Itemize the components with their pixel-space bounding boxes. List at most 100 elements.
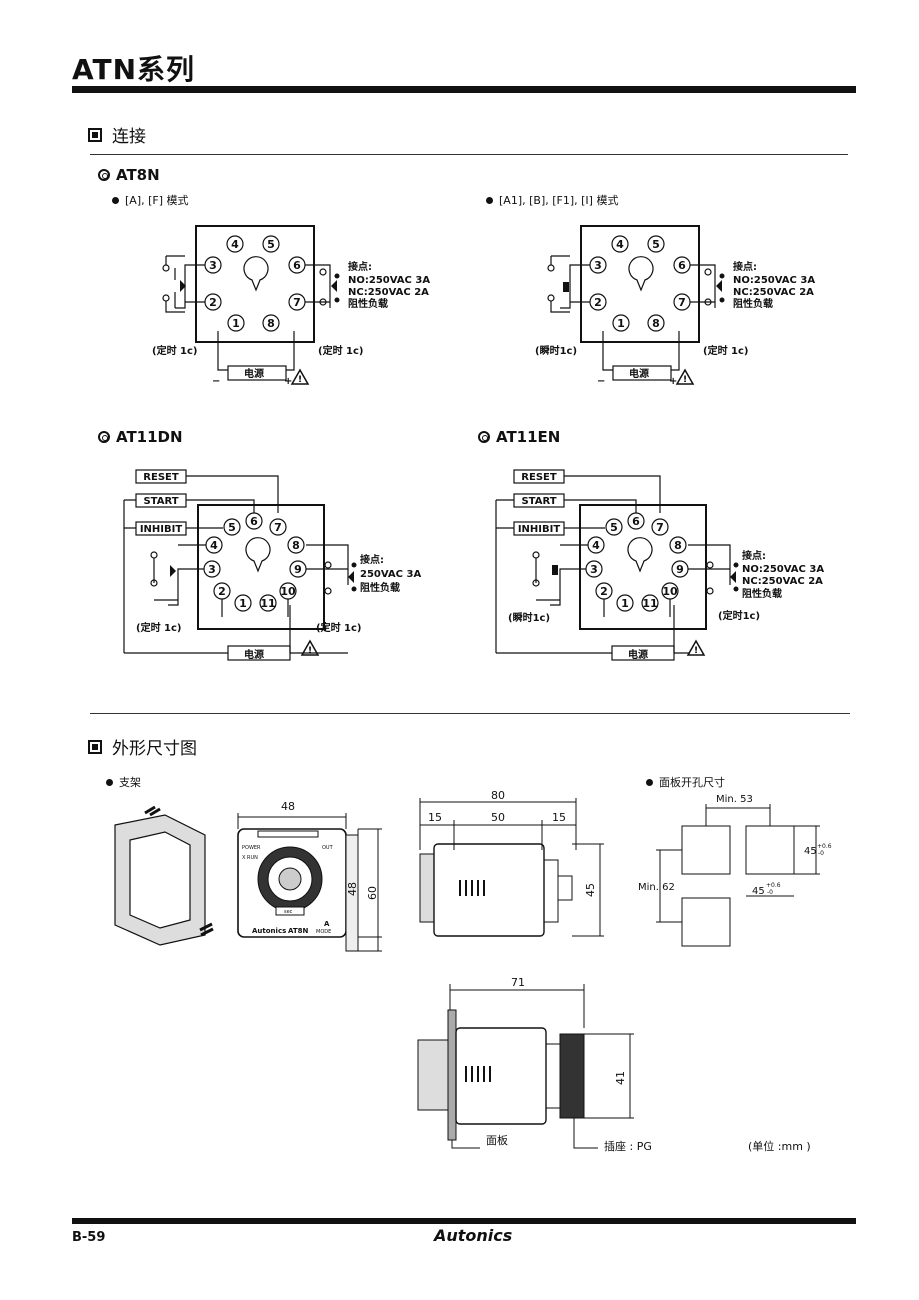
svg-text:5: 5	[228, 521, 236, 534]
svg-text:2: 2	[594, 296, 602, 309]
svg-text:(瞬时1c): (瞬时1c)	[508, 611, 550, 624]
svg-text:OUT: OUT	[322, 845, 334, 851]
svg-text:4: 4	[592, 539, 600, 552]
at11dn-wiring-diagram: RESET START INHIBIT 5 6 7 4 8 3 9 2 1 11…	[123, 469, 421, 661]
brand-logo: Autonics	[434, 1226, 513, 1245]
svg-text:NO:250VAC 3A: NO:250VAC 3A	[742, 564, 824, 575]
svg-text:(定时1c): (定时1c)	[718, 609, 760, 622]
bracket-label: 支架	[106, 774, 141, 790]
svg-text:Autonics: Autonics	[252, 927, 286, 935]
front-view-drawing: POWER OUT X RUN sec MODE Autonics AT8N A…	[237, 800, 382, 952]
svg-text:!: !	[683, 375, 687, 385]
svg-text:阻性负载: 阻性负载	[733, 297, 773, 310]
svg-text:INHIBIT: INHIBIT	[518, 524, 561, 535]
svg-text:电源: 电源	[244, 648, 264, 661]
svg-text:45: 45	[752, 886, 765, 897]
svg-text:接点:: 接点:	[742, 549, 766, 562]
svg-text:+: +	[284, 376, 292, 387]
svg-text:8: 8	[267, 317, 275, 330]
svg-text:3: 3	[209, 259, 217, 272]
svg-text:250VAC 3A: 250VAC 3A	[360, 569, 421, 580]
svg-text:Min. 62: Min. 62	[638, 882, 675, 893]
svg-text:(定时 1c): (定时 1c)	[136, 621, 182, 634]
svg-text:sec: sec	[284, 909, 293, 915]
svg-text:接点:: 接点:	[348, 260, 372, 273]
svg-text:4: 4	[616, 238, 624, 251]
unit-label: (单位 :mm )	[748, 1140, 811, 1153]
svg-text:+: +	[669, 376, 677, 387]
svg-text:Min. 53: Min. 53	[716, 794, 753, 805]
svg-text:7: 7	[678, 296, 686, 309]
svg-text:8: 8	[652, 317, 660, 330]
svg-text:6: 6	[293, 259, 301, 272]
svg-text:1: 1	[621, 597, 629, 610]
svg-text:NC:250VAC 2A: NC:250VAC 2A	[742, 576, 823, 587]
model-name: AT8N	[116, 166, 160, 184]
bullet-dot-icon	[112, 196, 119, 204]
model-heading-at8n: AT8N	[98, 166, 160, 184]
warning-icon	[300, 639, 320, 656]
svg-text:A: A	[324, 920, 330, 928]
svg-text:MODE: MODE	[316, 929, 331, 935]
svg-text:48: 48	[346, 882, 359, 896]
svg-text:1: 1	[239, 597, 247, 610]
svg-text:9: 9	[294, 563, 302, 576]
svg-text:2: 2	[218, 585, 226, 598]
svg-text:(定时 1c): (定时 1c)	[316, 621, 362, 634]
svg-text:1: 1	[617, 317, 625, 330]
svg-text:6: 6	[678, 259, 686, 272]
svg-text:4: 4	[210, 539, 218, 552]
mounting-bracket-drawing	[114, 805, 214, 946]
svg-text:!: !	[308, 646, 312, 656]
svg-text:RESET: RESET	[521, 472, 557, 483]
svg-text:71: 71	[511, 976, 525, 989]
svg-text:5: 5	[267, 238, 275, 251]
panel-cutout-drawing: Min. 53 Min. 62 45 45 +0.6 -0 +0.6 -0	[638, 794, 832, 947]
svg-text:+0.6: +0.6	[817, 843, 832, 850]
svg-text:5: 5	[652, 238, 660, 251]
warning-icon	[686, 639, 706, 656]
svg-text:7: 7	[293, 296, 301, 309]
mode-text: [A], [F] 模式	[125, 194, 189, 207]
svg-text:阻性负载: 阻性负载	[360, 581, 400, 594]
svg-text:NC:250VAC 2A: NC:250VAC 2A	[348, 287, 429, 298]
svg-text:START: START	[143, 496, 178, 507]
svg-text:AT8N: AT8N	[288, 927, 309, 935]
svg-text:(定时 1c): (定时 1c)	[703, 344, 749, 357]
svg-text:!: !	[298, 375, 302, 385]
warning-icon	[675, 368, 695, 385]
page-number: B-59	[72, 1230, 106, 1245]
svg-text:8: 8	[292, 539, 300, 552]
double-circle-icon	[478, 431, 490, 443]
svg-text:5: 5	[610, 521, 618, 534]
svg-text:START: START	[521, 496, 556, 507]
panel-cutout-label: 面板开孔尺寸	[646, 774, 725, 790]
bullet-dot-icon	[106, 778, 113, 786]
mode-label-left: [A], [F] 模式	[112, 192, 189, 208]
at11en-wiring-diagram: RESET START INHIBIT 5 6 7 4 8 3 9 2 1 11…	[495, 469, 824, 661]
svg-text:10: 10	[280, 585, 296, 598]
svg-text:NO:250VAC 3A: NO:250VAC 3A	[733, 275, 815, 286]
model-heading-at11dn: AT11DN	[98, 428, 183, 446]
svg-text:15: 15	[552, 811, 566, 824]
svg-text:2: 2	[209, 296, 217, 309]
panel-mount-view-drawing: 71 41 面板 插座 : PG-08	[417, 976, 652, 1153]
svg-text:41: 41	[614, 1071, 627, 1085]
model-name: AT11EN	[496, 428, 561, 446]
svg-text:80: 80	[491, 790, 505, 802]
svg-text:3: 3	[590, 563, 598, 576]
svg-text:X RUN: X RUN	[242, 855, 258, 861]
svg-text:(定时 1c): (定时 1c)	[318, 344, 364, 357]
svg-text:11: 11	[260, 597, 275, 610]
svg-text:60: 60	[366, 886, 379, 900]
svg-text:48: 48	[281, 800, 295, 813]
section-heading-wiring: 连接	[88, 122, 146, 147]
title-rule	[72, 86, 856, 93]
svg-text:INHIBIT: INHIBIT	[140, 524, 183, 535]
svg-text:-0: -0	[818, 850, 824, 857]
mode-label-right: [A1], [B], [F1], [I] 模式	[486, 192, 618, 208]
svg-text:7: 7	[274, 521, 282, 534]
svg-text:(瞬时1c): (瞬时1c)	[535, 344, 577, 357]
svg-text:(定时 1c): (定时 1c)	[152, 344, 198, 357]
model-heading-at11en: AT11EN	[478, 428, 560, 446]
